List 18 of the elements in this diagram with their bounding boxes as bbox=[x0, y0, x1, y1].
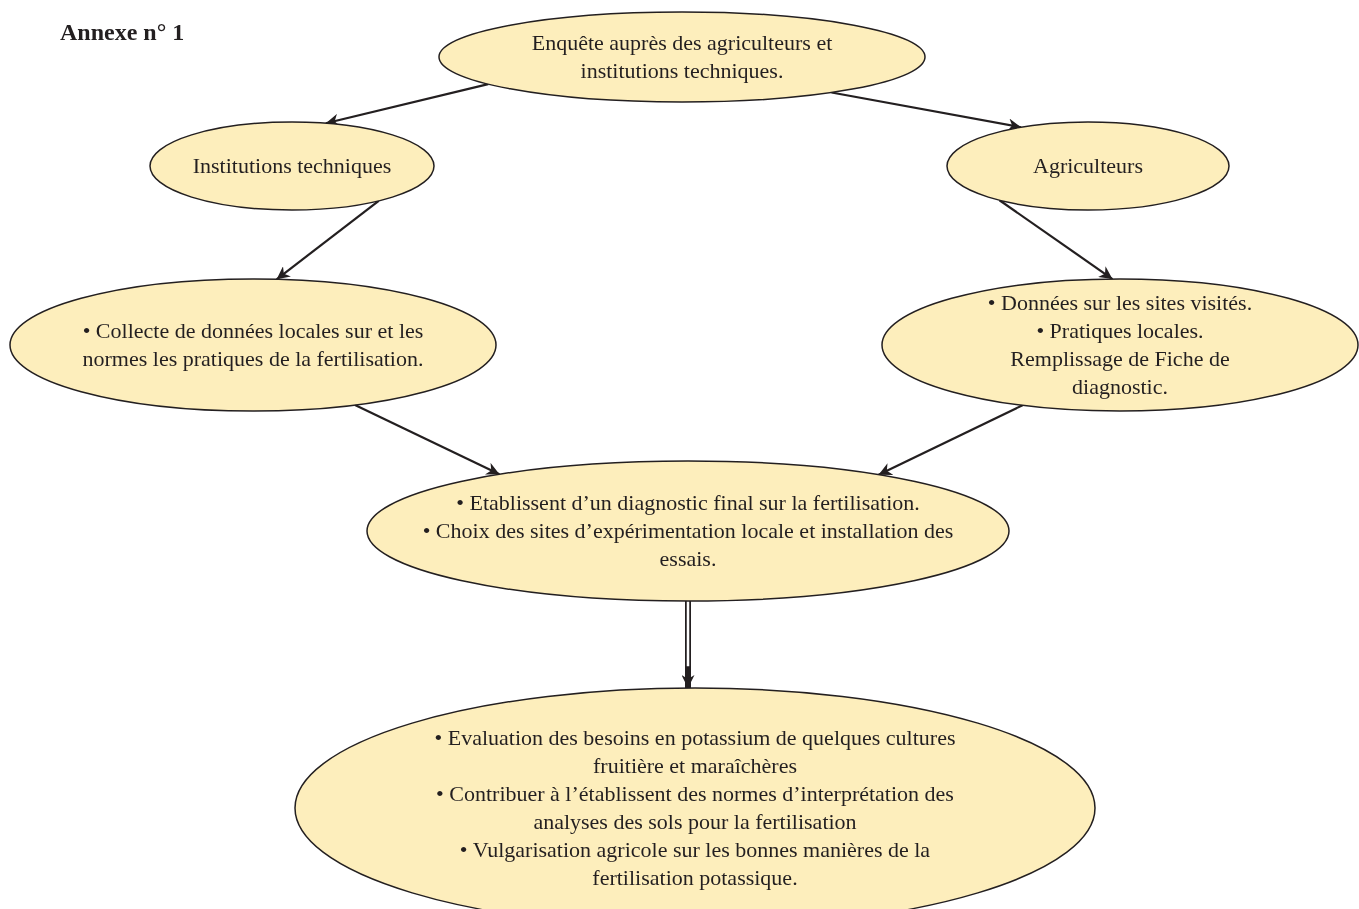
node-text: • Collecte de données locales sur et les normes les pratiques de la fertilisation. bbox=[81, 317, 425, 373]
node-text: Remplissage de Fiche de diagnostic. bbox=[1009, 345, 1231, 401]
arrow bbox=[878, 404, 1024, 476]
arrow bbox=[354, 403, 500, 476]
title: Annexe n° 1 bbox=[60, 19, 185, 46]
node-text: • Evaluation des besoins en potassium de quelques cultures fruitière et maraîchères bbox=[433, 724, 957, 781]
node-text: Institutions techniques bbox=[192, 152, 392, 180]
arrow bbox=[998, 199, 1114, 280]
node-text: • Choix des sites d’expérimentation locale et installation des essais. bbox=[421, 517, 955, 573]
node-text: • Etablissent d’un diagnostic final sur la fertilisation. bbox=[456, 489, 920, 518]
arrow bbox=[276, 199, 380, 281]
node-text: Agriculteurs bbox=[1033, 152, 1143, 180]
node-text: Enquête auprès des agriculteurs et institutions techniques. bbox=[530, 29, 834, 85]
node-text: • Contribuer à l’établissent des normes d’interprétation des analyses des sols pour la fertilisation bbox=[435, 780, 955, 836]
node-text: • Données sur les sites visités. bbox=[987, 289, 1253, 318]
node-text: • Vulgarisation agricole sur les bonnes manières de la fertilisation potassique. bbox=[458, 835, 932, 892]
arrow bbox=[681, 601, 695, 688]
node-text: • Pratiques locales. bbox=[1036, 317, 1204, 345]
